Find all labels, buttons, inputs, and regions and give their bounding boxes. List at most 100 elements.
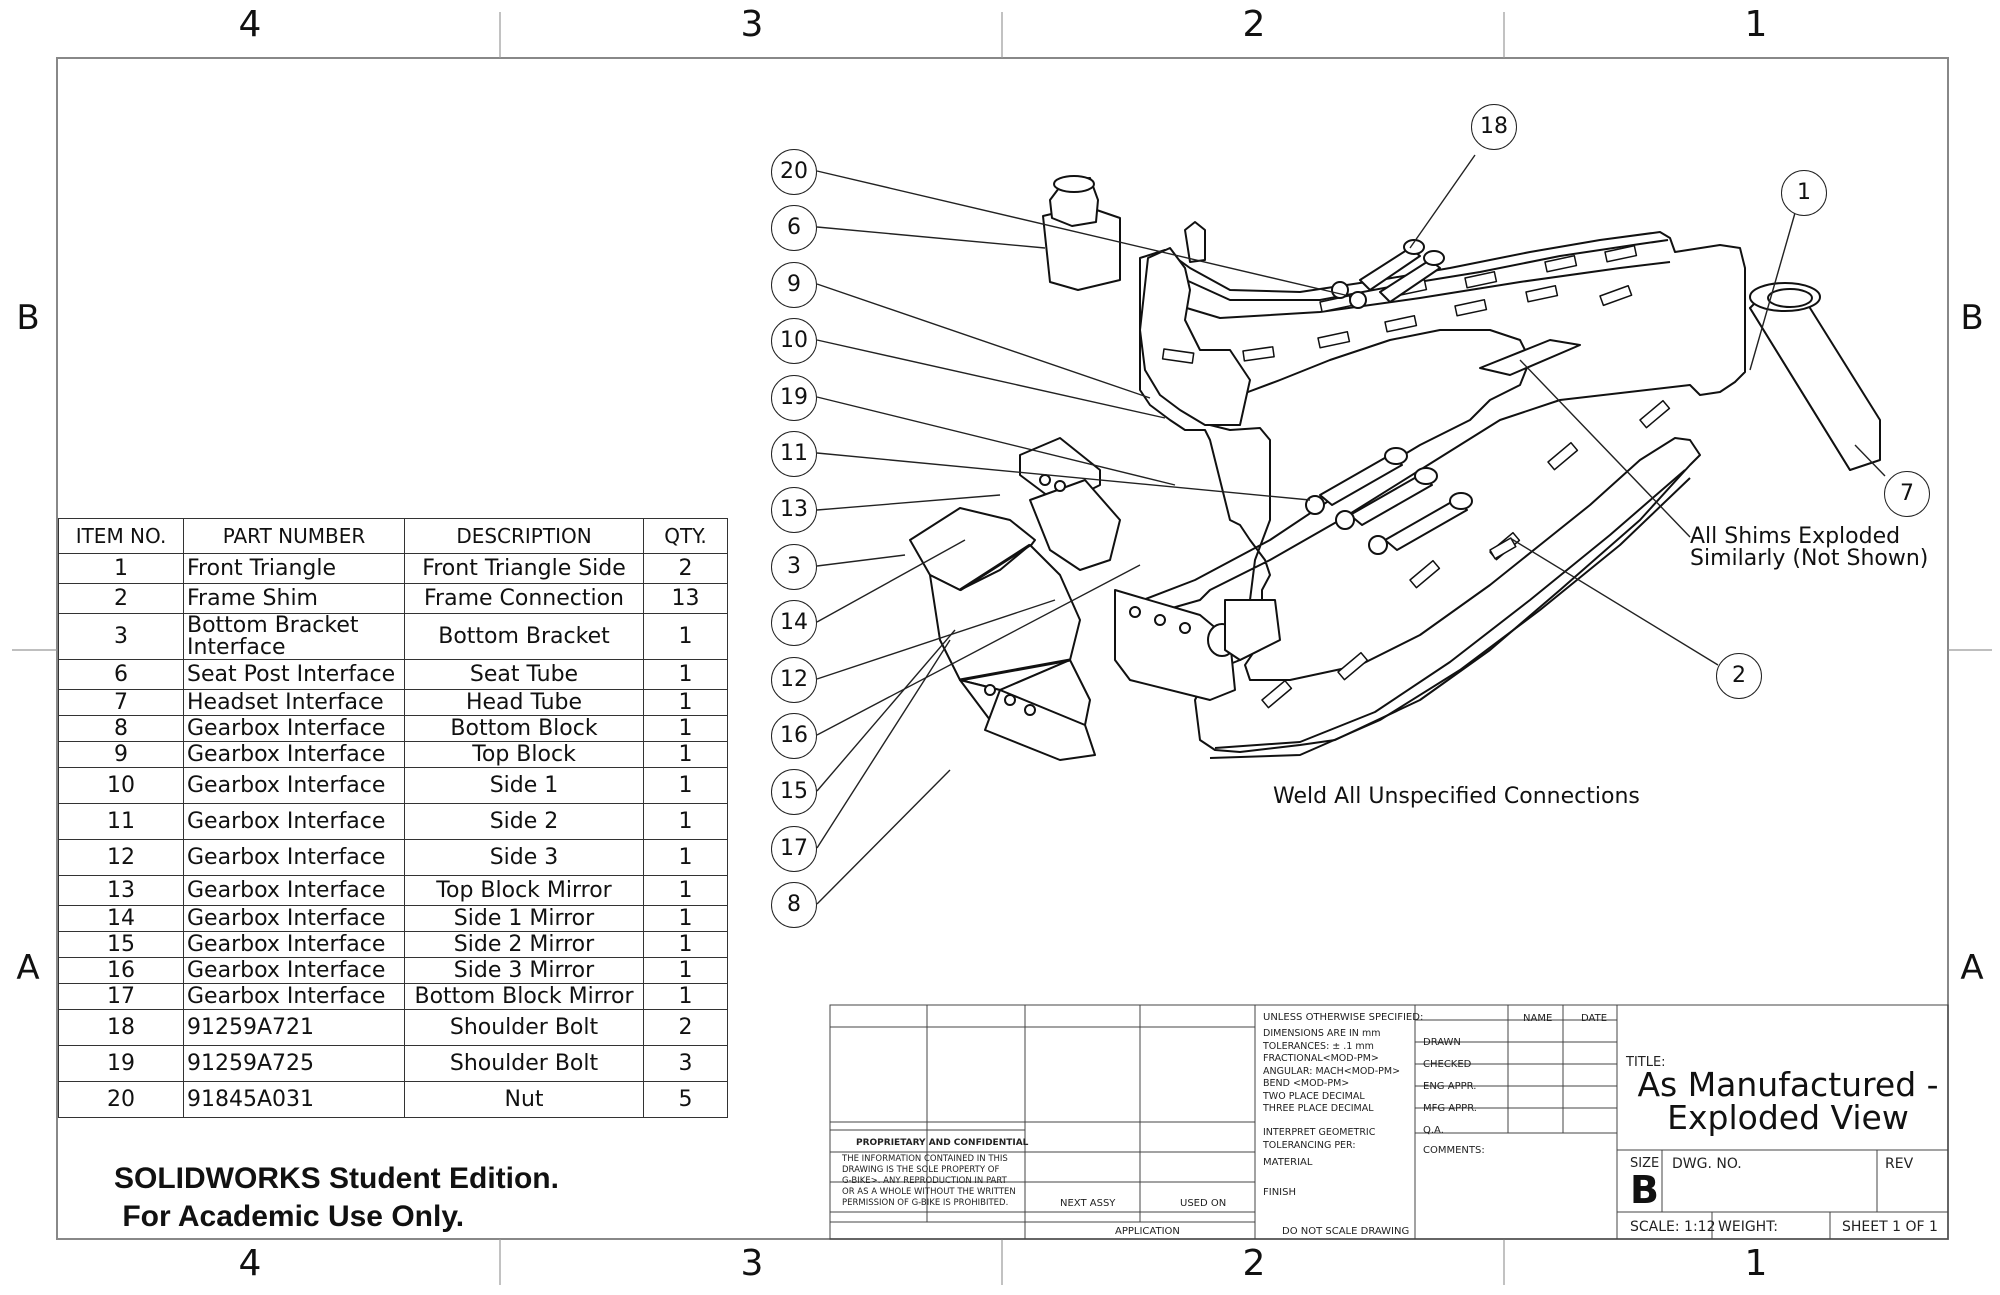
exploded-shim [1479,339,1581,376]
bom-cell-item: 13 [58,875,184,906]
bom-header-desc: DESCRIPTION [404,518,644,554]
bom-cell-part: Gearbox Interface [183,839,405,876]
drawing-title-line1: As Manufactured - [1637,1065,1939,1104]
top-tube-edge [1174,239,1669,301]
zone-row-b-right: B [1960,298,1984,338]
tb-eng-appr: ENG APPR. [1423,1081,1477,1092]
dropout-hole [1179,622,1191,634]
seat-lug [1139,247,1251,426]
bom-cell-part: Gearbox Interface [183,803,405,840]
tb-proprietary-line: OR AS A WHOLE WITHOUT THE WRITTEN [842,1187,1016,1197]
zone-col-4-top: 4 [238,4,262,45]
tb-interpret-line: TOLERANCING PER: [1263,1139,1356,1151]
tb-date: DATE [1581,1013,1608,1024]
bom-cell-part: Frame Shim [183,583,405,614]
bom-cell-qty: 3 [643,1045,728,1082]
bom-cell-qty: 1 [643,957,728,984]
tb-interpret: INTERPRET GEOMETRIC TOLERANCING PER: [1263,1127,1375,1152]
balloon-19: 19 [771,374,817,421]
dropout-hole [1129,606,1141,618]
drawing-title: As Manufactured - Exploded View [1628,1068,1948,1134]
tb-weight: WEIGHT: [1718,1219,1778,1235]
tb-dimensions: DIMENSIONS ARE IN mm TOLERANCES: ± .1 mm… [1263,1028,1400,1116]
zone-col-1-bottom: 1 [1744,1243,1768,1284]
tb-comments: COMMENTS: [1423,1145,1485,1156]
tb-checked: CHECKED [1423,1059,1472,1070]
bolts-18 [1331,239,1445,309]
bom-cell-item: 6 [58,659,184,690]
seat-cluster [1184,221,1206,263]
dropout-hole [1154,614,1166,626]
zone-row-a-left: A [16,948,40,988]
balloon-12: 12 [771,656,817,703]
bom-header-part: PART NUMBER [183,518,405,554]
balloon-7: 7 [1884,471,1930,517]
bom-cell-part: 91259A721 [183,1009,405,1046]
tb-dim-line: ANGULAR: MACH<MOD-PM> [1263,1065,1401,1077]
shims-note-line1: All Shims Exploded [1690,524,1901,549]
bom-cell-item: 8 [58,715,184,742]
bom-cell-part: Gearbox Interface [183,767,405,804]
bom-cell-desc: Head Tube [404,689,644,716]
tb-proprietary-line: PERMISSION OF G-BIKE IS PROHIBITED. [842,1198,1009,1208]
bom-cell-item: 18 [58,1009,184,1046]
bom-cell-desc: Frame Connection [404,583,644,614]
frame-assembly [909,175,1881,761]
leader-lines [816,154,1886,905]
bom-cell-item: 9 [58,741,184,768]
zone-col-2-top: 2 [1242,4,1266,45]
title-block-lines [829,1004,1949,1240]
bom-cell-desc: Shoulder Bolt [404,1045,644,1082]
bom-cell-desc: Nut [404,1081,644,1118]
zone-col-3-top: 3 [740,4,764,45]
bom-cell-qty: 1 [643,613,728,660]
balloon-18: 18 [1471,104,1517,150]
bom-cell-part: 91845A031 [183,1081,405,1118]
bom-cell-desc: Side 3 [404,839,644,876]
bom-header-qty: QTY. [643,518,728,554]
bom-cell-desc: Front Triangle Side [404,553,644,584]
tb-drawn: DRAWN [1423,1037,1461,1048]
drawing-title-line2: Exploded View [1667,1098,1909,1137]
bom-header-item: ITEM NO. [58,518,184,554]
zone-row-b-left: B [16,298,40,338]
bom-cell-part: Seat Post Interface [183,659,405,690]
bom-cell-qty: 1 [643,715,728,742]
gearbox-interface [909,437,1121,761]
balloon-17: 17 [771,825,817,872]
tb-dim-line: TWO PLACE DECIMAL [1263,1090,1365,1102]
dropout-plate [1224,599,1281,661]
zone-col-4-bottom: 4 [238,1243,262,1284]
bom-cell-item: 2 [58,583,184,614]
bom-cell-qty: 1 [643,839,728,876]
bom-cell-desc: Top Block Mirror [404,875,644,906]
balloon-6: 6 [771,205,817,252]
tb-used-on: USED ON [1180,1198,1227,1209]
zone-ticks [12,12,1992,1285]
balloon-3: 3 [771,543,817,590]
bom-cell-qty: 1 [643,931,728,958]
tb-size-value: B [1630,1168,1659,1212]
balloon-13: 13 [771,487,817,534]
balloon-2: 2 [1716,653,1762,699]
balloon-20: 20 [771,149,817,195]
bom-cell-desc: Side 1 Mirror [404,905,644,932]
bom-cell-item: 16 [58,957,184,984]
bom-cell-qty: 1 [643,741,728,768]
bom-cell-item: 7 [58,689,184,716]
bom-cell-desc: Side 1 [404,767,644,804]
balloon-14: 14 [771,600,817,647]
tb-name: NAME [1523,1013,1553,1024]
watermark-line1: SOLIDWORKS Student Edition. [114,1162,559,1195]
bom-cell-item: 20 [58,1081,184,1118]
